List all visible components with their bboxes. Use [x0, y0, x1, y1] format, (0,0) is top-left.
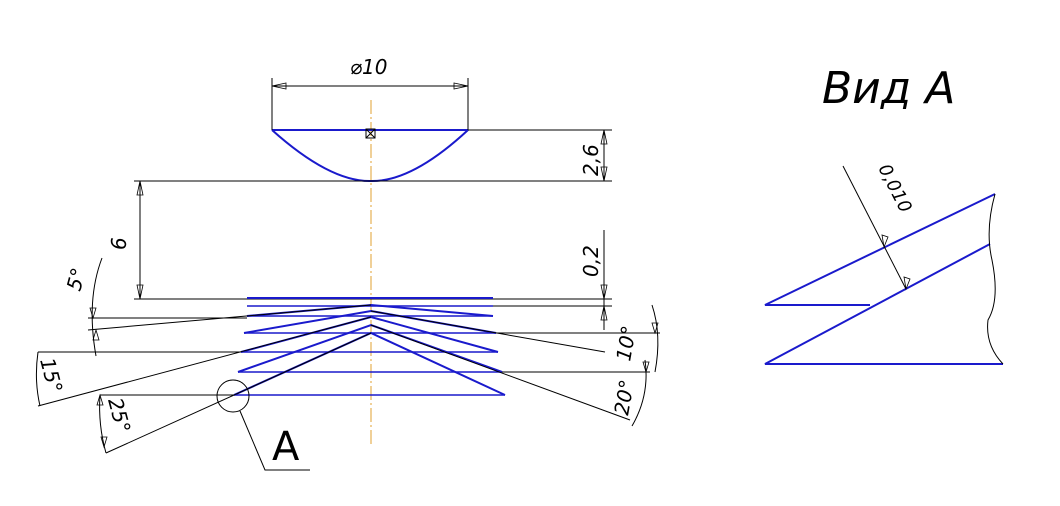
- ref-15-slope: [37, 316, 372, 407]
- main-view: ⌀10 2,6 6 0,2: [35, 55, 660, 471]
- arc-25: [99, 394, 107, 454]
- arc-20-arrow: [642, 361, 650, 374]
- tol-dim-arrows: [881, 234, 911, 291]
- ref-5-slope: [87, 304, 372, 331]
- cone-20-top: [237, 323, 503, 373]
- dim-0-2-arrows: [600, 284, 608, 321]
- angle-20-label: 20°: [609, 378, 639, 417]
- detail-view: Вид А 0,010: [764, 63, 1004, 365]
- center-mark-cross-2: [365, 128, 376, 139]
- callout-leader: [239, 410, 310, 471]
- height-top-label: 2,6: [579, 144, 603, 176]
- arc-5-arrows: [89, 307, 100, 341]
- cone-stack: [233, 303, 506, 396]
- angle-5-label: 5°: [62, 265, 91, 293]
- detail-lower-edge: [764, 243, 1003, 365]
- dim-2-6-arrows: [600, 129, 608, 182]
- gap-label: 6: [107, 237, 131, 250]
- arc-5: [91, 257, 103, 357]
- dim-6-arrows: [136, 180, 144, 300]
- arc-20: [631, 359, 647, 427]
- tol-dim-line: [842, 165, 907, 290]
- arc-10-arrow: [651, 322, 659, 335]
- tolerance-label: 0,010: [874, 161, 916, 216]
- ref-25-slope: [105, 332, 372, 454]
- detail-circle: [216, 379, 250, 413]
- thickness-label: 0,2: [579, 245, 603, 277]
- arc-25-arrows: [96, 393, 108, 449]
- angle-25-label: 25°: [103, 395, 135, 435]
- view-title: Вид А: [822, 63, 955, 114]
- angle-10-label: 10°: [611, 324, 641, 363]
- detail-upper-edge: [764, 193, 996, 306]
- ref-10-slope: [370, 310, 606, 353]
- center-mark: [365, 128, 376, 139]
- dia-arrows: [271, 82, 469, 90]
- detail-break-line: [987, 193, 1004, 365]
- cone-10-top: [243, 309, 497, 334]
- angle-15-label: 15°: [35, 355, 67, 395]
- ref-20-slope: [370, 324, 631, 421]
- arc-15: [35, 351, 41, 407]
- diameter-label: ⌀10: [350, 55, 388, 79]
- callout-label: A: [272, 424, 300, 470]
- arc-10: [651, 304, 659, 373]
